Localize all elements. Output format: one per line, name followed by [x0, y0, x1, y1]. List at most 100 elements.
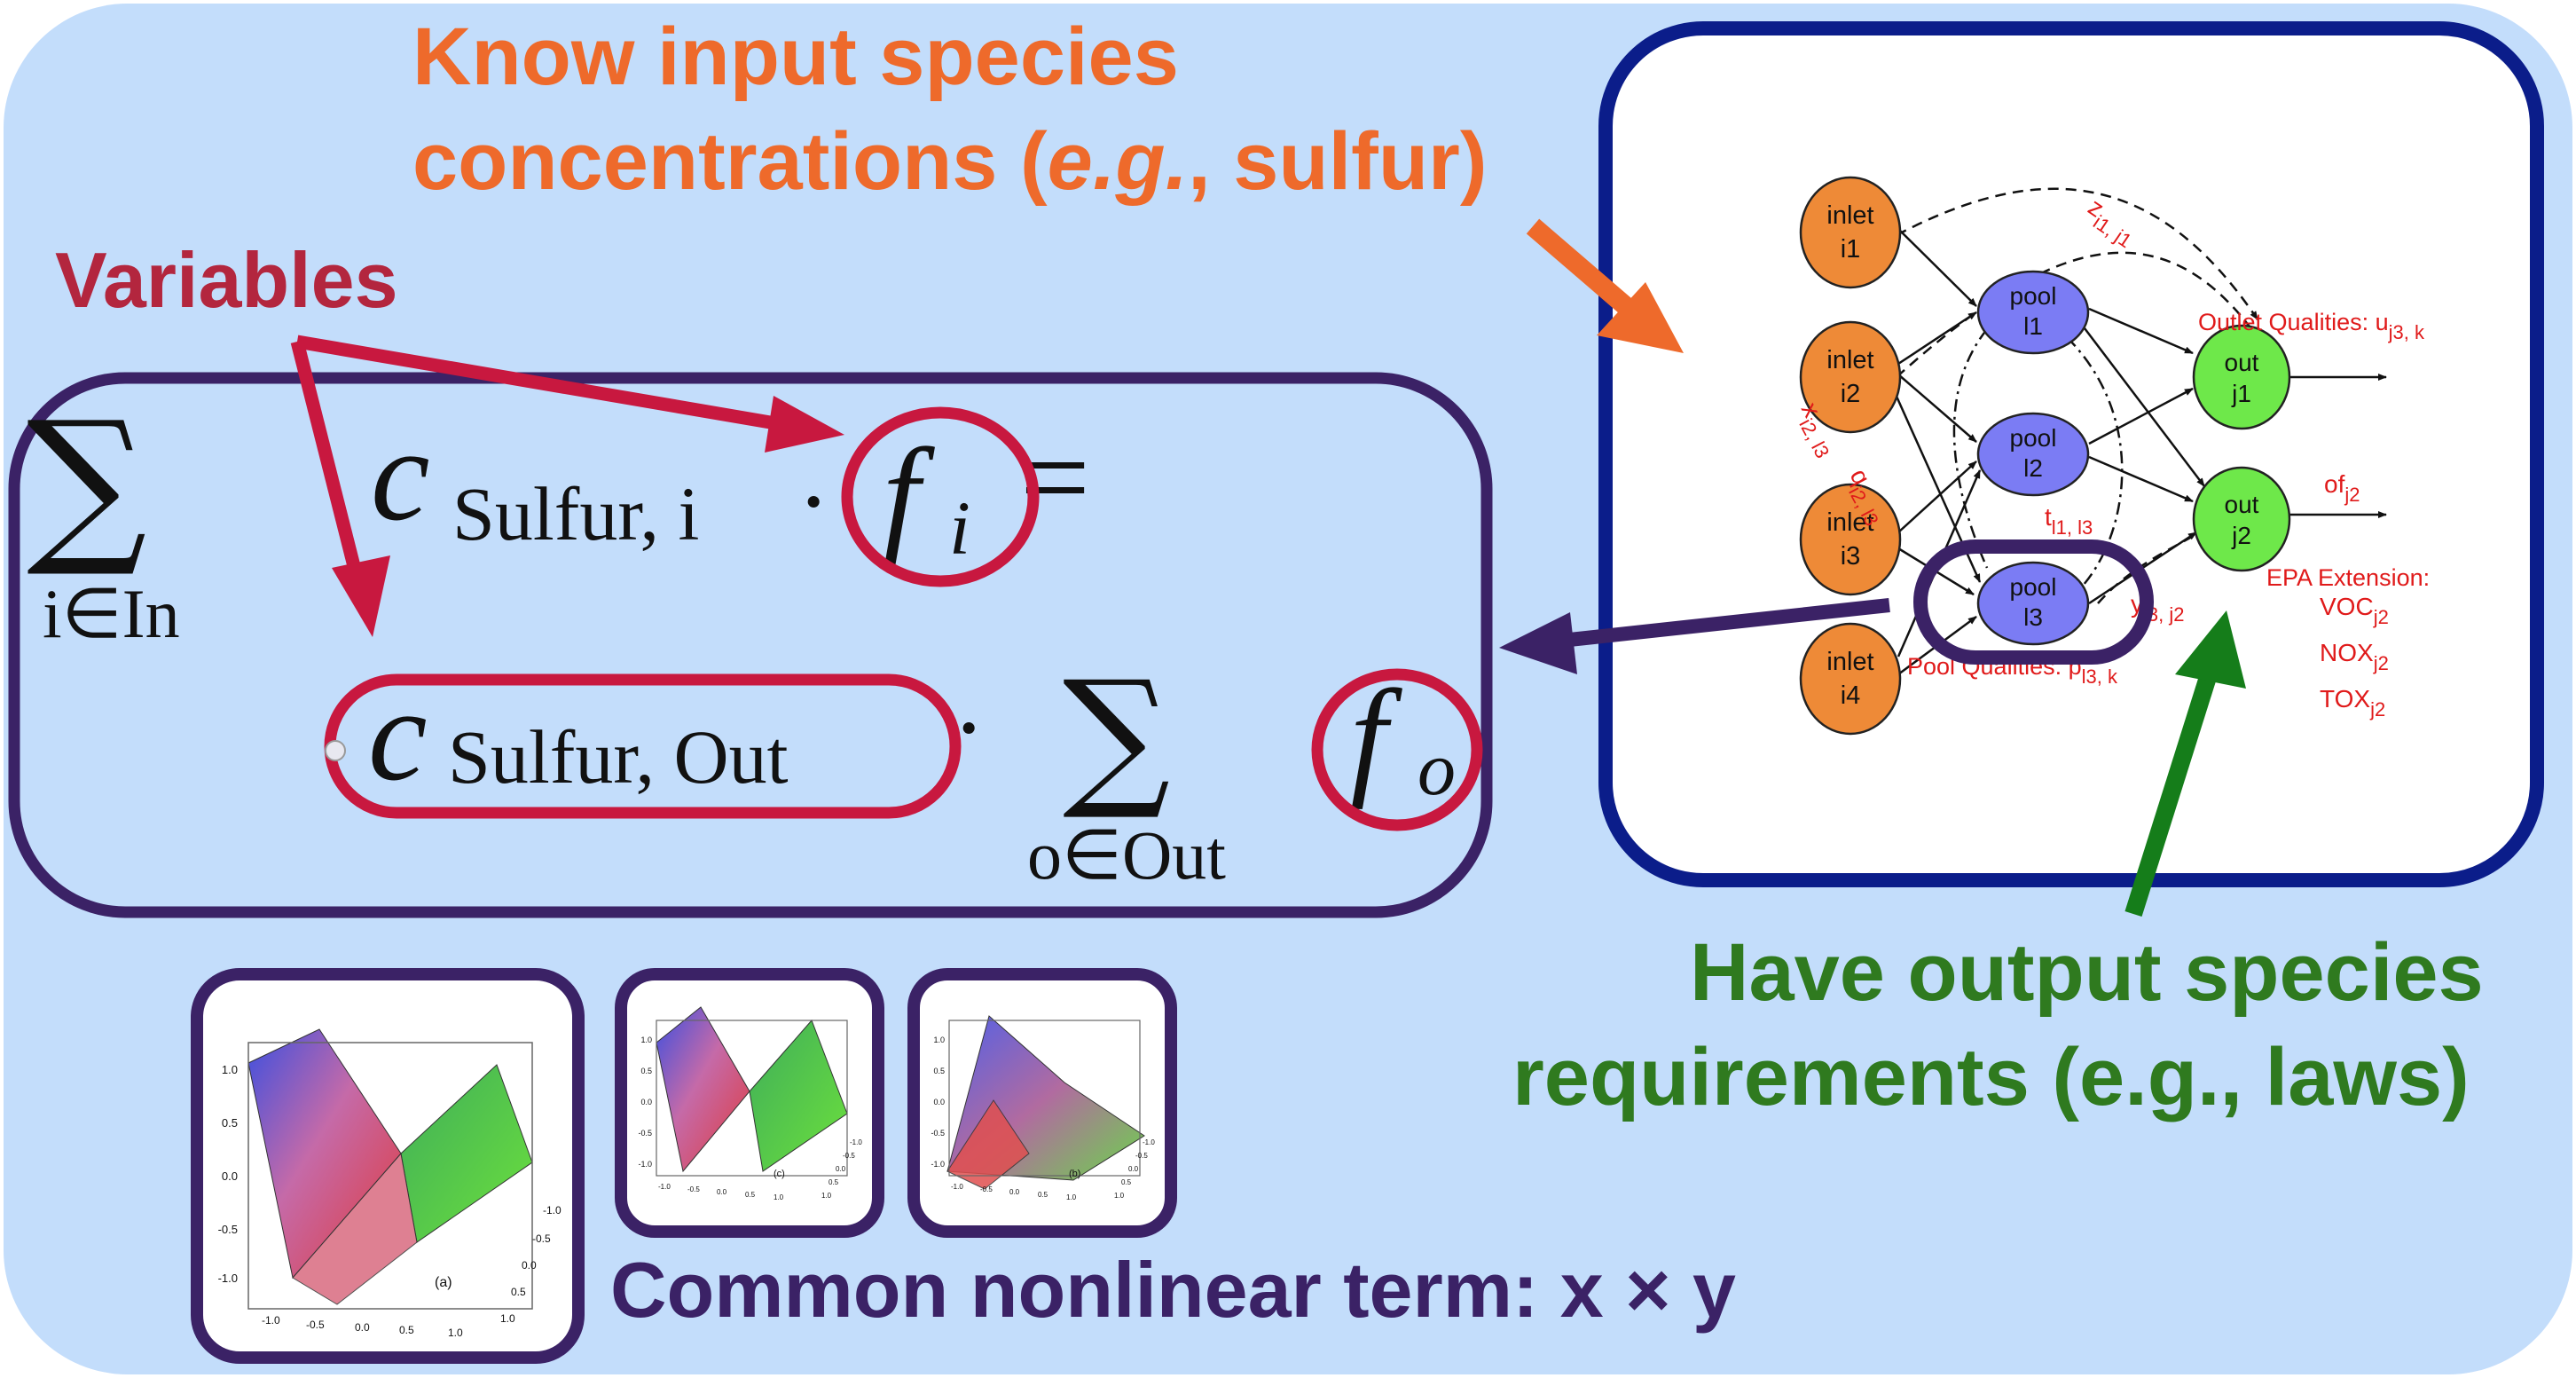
- sum-out-subscript: o∈Out: [1027, 816, 1226, 894]
- edge-i3-l2: [1897, 461, 1977, 533]
- green-arrow-head: [2175, 610, 2246, 689]
- out-label: out: [2225, 349, 2259, 376]
- z-tick-label: 1.0: [933, 1035, 945, 1044]
- label-of-j2: ofj2: [2324, 470, 2360, 506]
- y-tick-label: 0.5: [829, 1178, 839, 1186]
- of-sub: j2: [2344, 484, 2360, 506]
- c-in-subscript: Sulfur, i: [452, 471, 699, 556]
- edge-i2-l2: [1897, 374, 1977, 443]
- know-input-title-line2: concentrations (e.g., sulfur): [412, 121, 1487, 202]
- y-tick-label: 0.0: [522, 1259, 537, 1272]
- c-out-highlight-dot: [325, 740, 346, 761]
- inlet-id: i2: [1841, 380, 1861, 408]
- f-out-highlight: [1311, 668, 1483, 831]
- x-tick-label: 0.5: [399, 1324, 414, 1336]
- z-tick-label: 0.0: [640, 1098, 652, 1106]
- y-tick-label: 0.0: [836, 1165, 846, 1173]
- y-tick-label: -0.5: [532, 1232, 551, 1245]
- pool-l3-highlight: [1913, 539, 2154, 665]
- dashdot-edge-l1-l3: [1952, 310, 2006, 569]
- nox-sub: j2: [2373, 652, 2389, 674]
- orange-arrow: [1526, 218, 1648, 327]
- y-tick-label: -1.0: [543, 1204, 562, 1217]
- x-tick-label: 0.0: [355, 1321, 370, 1334]
- z-tick-label: 0.5: [933, 1067, 945, 1075]
- y-tick-label: -0.5: [843, 1152, 855, 1160]
- pool-id: l2: [2023, 454, 2043, 482]
- y-tick-label: 0.5: [511, 1286, 526, 1298]
- red-arrow-to-f-in-head: [765, 396, 844, 453]
- of-label: of: [2324, 470, 2345, 498]
- surface-box-outline: [656, 1020, 848, 1177]
- nox-label: NOX: [2320, 639, 2374, 666]
- z-tick-label: -0.5: [638, 1129, 652, 1138]
- epa-tox: TOXj2: [2320, 685, 2385, 720]
- dashed-edge-i1-j1: [1896, 187, 2259, 320]
- z-tick-label: 1.0: [222, 1063, 238, 1076]
- z-tick-label: -0.5: [931, 1129, 945, 1138]
- y-tick-label: 1.0: [500, 1312, 515, 1325]
- surface-box-outline: [948, 1020, 1141, 1177]
- surface-box-outline: [247, 1042, 533, 1310]
- z-tick-label: -1.0: [218, 1272, 238, 1285]
- t-sub: l1, l3: [2052, 516, 2093, 539]
- epa-voc: VOCj2: [2320, 593, 2389, 628]
- outlet-qualities-text: Outlet Qualities: u: [2198, 309, 2389, 335]
- edge-i1-l1: [1897, 228, 1977, 307]
- f-out-subscript: o: [1418, 726, 1456, 811]
- voc-label: VOC: [2320, 593, 2374, 620]
- sum-in-symbol: ∑: [27, 385, 147, 581]
- plot-caption: (a): [435, 1275, 452, 1290]
- inlet-label: inlet: [1826, 201, 1873, 230]
- epa-extension-title: EPA Extension:: [2266, 564, 2430, 591]
- pool-id: l1: [2023, 312, 2043, 340]
- x-tick-label: -0.5: [687, 1185, 700, 1193]
- label-t-l1-l3: tl1, l3: [2045, 503, 2093, 539]
- pool-qualities-sub: l3, k: [2082, 665, 2118, 688]
- x-tick-label: 1.0: [1066, 1193, 1077, 1201]
- out-node-j1: out j1: [2192, 324, 2291, 430]
- surface-face-base: [292, 1152, 418, 1305]
- edge-i2-l1: [1897, 311, 1977, 366]
- y-tick-label: 1.0: [1114, 1192, 1125, 1200]
- x-tick-label: -0.5: [306, 1319, 325, 1331]
- pool-label: pool: [2010, 424, 2057, 452]
- green-arrow: [2124, 671, 2218, 917]
- y-tick-label: -0.5: [1135, 1152, 1148, 1160]
- common-nonlinear-term-caption: Common nonlinear term: x × y: [610, 1246, 1736, 1334]
- purple-arrow-head: [1499, 612, 1577, 674]
- y-tick-label: 0.5: [1121, 1178, 1132, 1186]
- z-tick-label: -0.5: [218, 1223, 238, 1236]
- pool-node-l1: pool l1: [1976, 270, 2090, 355]
- annotation-arrows: [290, 218, 2246, 917]
- know-input-line2-pre: concentrations (: [412, 116, 1048, 207]
- y-tick-label: -1.0: [1143, 1138, 1155, 1146]
- red-arrow-to-c-out-head: [332, 555, 390, 637]
- y-tick-label: 1.0: [821, 1192, 832, 1200]
- z-tick-label: 0.0: [222, 1169, 238, 1183]
- epa-nox: NOXj2: [2320, 639, 2389, 674]
- z-tick-label: -1.0: [638, 1160, 652, 1169]
- edge-l1-j2: [2084, 327, 2205, 487]
- sum-out-symbol: ∑: [1063, 649, 1170, 824]
- f-in-highlight: [841, 406, 1040, 587]
- sum-in-subscript: i∈In: [43, 575, 180, 652]
- equation-panel-frame: [8, 372, 1493, 918]
- z-tick-label: 0.5: [640, 1067, 652, 1075]
- f-in-subscript: i: [949, 485, 970, 571]
- x-tick-label: 0.5: [1038, 1191, 1048, 1199]
- z-tick-label: 0.0: [933, 1098, 945, 1106]
- plot-caption: (c): [774, 1169, 785, 1179]
- equation-panel: ∑ i∈In c Sulfur, i · f i = c Sulfur, Out…: [8, 372, 1493, 918]
- know-input-line2-post: , sulfur): [1188, 116, 1488, 207]
- variables-title: Variables: [55, 236, 398, 324]
- dashed-edge-i2-j1: [1896, 251, 2259, 378]
- pool-label: pool: [2010, 282, 2057, 310]
- voc-sub: j2: [2373, 606, 2389, 628]
- inlet-label: inlet: [1826, 648, 1873, 676]
- surface-face-red: [946, 1099, 1030, 1190]
- plot-caption: (b): [1069, 1169, 1080, 1179]
- pool-node-l3: pool l3: [1976, 561, 2090, 646]
- know-input-line2-em: e.g.: [1047, 116, 1189, 207]
